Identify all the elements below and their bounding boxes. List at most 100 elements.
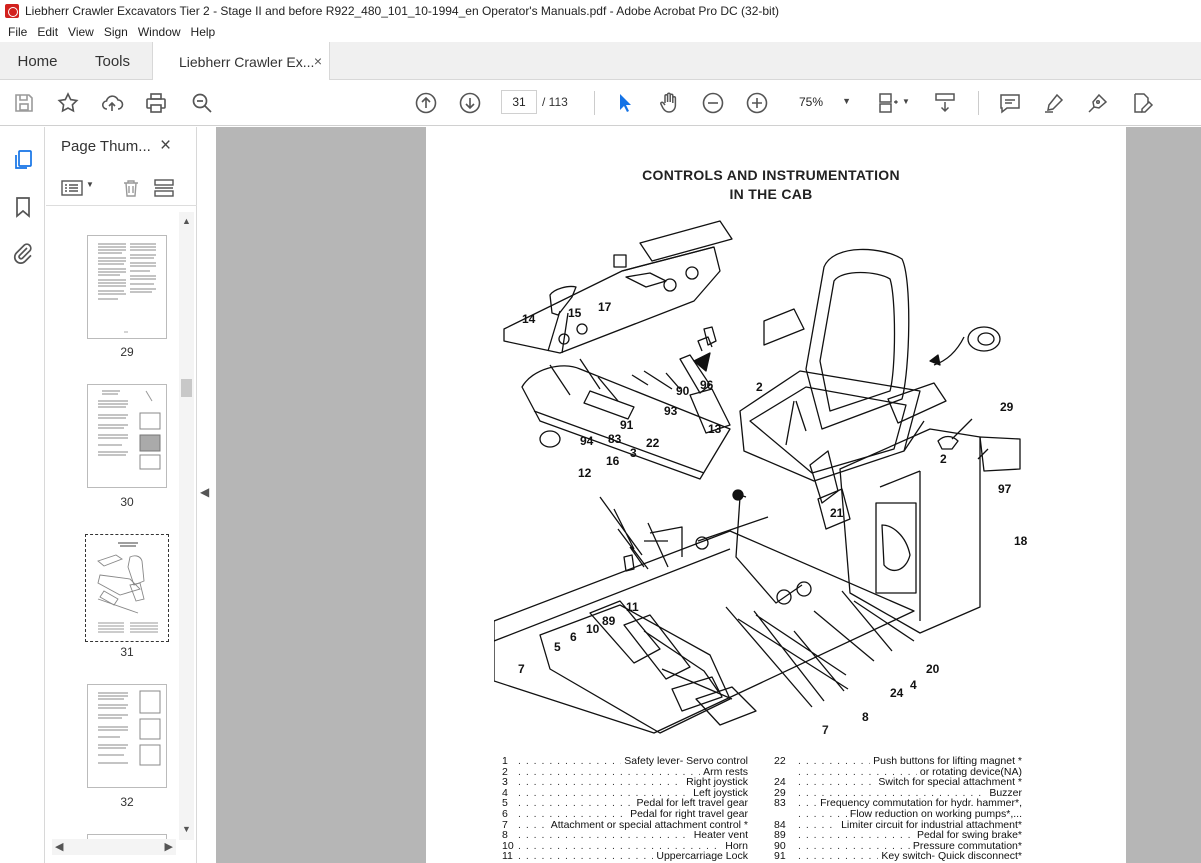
legend-leader-dots: . . . . . . . . . . . . . . . . . . . . … <box>798 830 1022 842</box>
options-chevron-icon[interactable]: ▼ <box>86 180 94 189</box>
legend-number: 22 <box>774 755 786 767</box>
legend-label: Arm rests <box>700 766 748 778</box>
legend-number: 89 <box>774 829 786 842</box>
page-thumbnails-icon[interactable] <box>11 148 35 172</box>
tab-tools[interactable]: Tools <box>94 52 131 70</box>
tab-home[interactable]: Home <box>17 52 58 70</box>
scrolling-mode-icon[interactable] <box>933 91 957 115</box>
sign-pen-icon[interactable] <box>1086 91 1110 115</box>
scrollbar-thumb[interactable] <box>181 379 192 397</box>
zoom-value: 75% <box>799 95 824 109</box>
legend-label: Horn <box>722 840 748 852</box>
fit-page-icon[interactable] <box>877 91 901 115</box>
legend-row: 1. . . . . . . . . . . . . . . . . . . .… <box>502 756 748 767</box>
thumbnail-label: 30 <box>120 495 134 509</box>
zoom-select[interactable]: 75% ▼ <box>789 90 857 114</box>
tab-close-icon[interactable]: × <box>313 53 322 69</box>
legend-leader-dots: . . . . . . . . . . . . . . . . . . . . … <box>518 851 748 863</box>
thumbnail-panel: Page Thum... × ▼ 29 <box>46 127 197 863</box>
legend-leader-dots: . . . . . . . . . . . . . . . . . . . . … <box>518 798 748 810</box>
thumbnail-scrollbar[interactable]: ▲ ▼ <box>179 212 194 840</box>
save-icon[interactable] <box>12 91 36 115</box>
bookmark-star-icon[interactable] <box>56 91 80 115</box>
legend-leader-dots: . . . . . . . . . . . . . . . . . . . . … <box>798 766 1022 778</box>
legend-number: 7 <box>502 818 508 831</box>
scroll-down-icon[interactable]: ▼ <box>182 824 191 834</box>
legend-label: Pedal for left travel gear <box>633 798 748 810</box>
callout-83: 83 <box>608 432 622 446</box>
comment-icon[interactable] <box>998 91 1022 115</box>
bookmarks-icon[interactable] <box>11 195 35 219</box>
thumbnail-page-31[interactable] <box>81 530 173 646</box>
legend-row: 5 . . . . . . . . . . . . . . . . . . . .… <box>502 797 748 810</box>
legend-row: 11 . . . . . . . . . . . . . . . . . . . … <box>502 850 748 863</box>
toolbar <box>0 80 1201 126</box>
legend-label: Buzzer <box>986 787 1022 799</box>
highlight-pen-icon[interactable] <box>1042 91 1066 115</box>
legend-label: Pedal for swing brake* <box>913 830 1022 842</box>
panel-collapse-icon[interactable]: ◀ <box>200 485 210 499</box>
thumbnail-hscrollbar[interactable]: ◀ ▶ <box>52 839 176 855</box>
scroll-right-icon[interactable]: ▶ <box>164 841 173 853</box>
legend-number: 91 <box>774 850 786 863</box>
legend-number: 8 <box>502 829 508 842</box>
tab-document[interactable]: Liebherr Crawler Ex... × <box>152 42 330 81</box>
cab-controls-drawing: 14 15 17 2 29 90 96 93 91 13 94 83 22 3 … <box>494 220 1028 734</box>
legend-number: 5 <box>502 797 508 810</box>
thumbnail-toolbar: ▼ <box>46 175 197 201</box>
menu-sign[interactable]: Sign <box>103 25 128 39</box>
upload-cloud-icon[interactable] <box>100 91 124 115</box>
legend-label: Flow reduction on working pumps*,... <box>846 809 1022 820</box>
legend-number: 3 <box>502 776 508 789</box>
document-view[interactable]: CONTROLS AND INSTRUMENTATION IN THE CAB <box>216 127 1201 863</box>
thumbnail-page-33[interactable] <box>87 834 167 840</box>
legend-number: 29 <box>774 786 786 799</box>
thumbnail-label: 29 <box>120 345 134 359</box>
legend-label: Push buttons for lifting magnet * <box>870 756 1022 767</box>
legend-number: 11 <box>502 850 513 863</box>
scroll-up-icon[interactable]: ▲ <box>182 216 191 226</box>
callout-93: 93 <box>664 404 678 418</box>
callout-8: 8 <box>862 710 869 724</box>
callout-group-bottom: 20 4 24 8 1 <box>862 662 940 724</box>
extract-pages-icon[interactable] <box>153 178 175 198</box>
options-list-icon[interactable] <box>61 179 83 197</box>
tab-bar: Home Tools Liebherr Crawler Ex... × <box>0 42 1201 81</box>
callout-7: 7 <box>518 662 525 676</box>
legend-row: 22. . . . . . . . . . . . . . . . . . . … <box>774 756 1022 767</box>
previous-page-icon[interactable] <box>414 91 438 115</box>
next-page-icon[interactable] <box>458 91 482 115</box>
edit-document-icon[interactable] <box>1130 91 1154 115</box>
menu-help[interactable]: Help <box>190 25 216 39</box>
legend-number: 6 <box>502 808 508 820</box>
select-cursor-icon[interactable] <box>613 91 637 115</box>
hand-tool-icon[interactable] <box>657 91 681 115</box>
menu-view[interactable]: View <box>68 25 94 39</box>
attachments-icon[interactable] <box>11 241 35 265</box>
delete-trash-icon[interactable] <box>121 178 141 198</box>
acrobat-icon <box>5 4 19 18</box>
scroll-left-icon[interactable]: ◀ <box>55 841 64 853</box>
legend-label: Right joystick <box>683 777 748 789</box>
print-icon[interactable] <box>144 91 168 115</box>
zoom-search-icon[interactable] <box>190 91 214 115</box>
panel-close-icon[interactable]: × <box>160 135 172 156</box>
page-number-input[interactable]: 31 <box>501 90 537 114</box>
legend-label: or rotating device(NA) <box>916 766 1022 778</box>
callout-16: 16 <box>606 454 620 468</box>
menu-window[interactable]: Window <box>137 25 181 39</box>
thumbnail-page-29[interactable] <box>87 235 167 339</box>
title-bar: Liebherr Crawler Excavators Tier 2 - Sta… <box>0 0 1201 22</box>
zoom-out-icon[interactable] <box>701 91 725 115</box>
callout-29: 29 <box>1000 400 1014 414</box>
menu-edit[interactable]: Edit <box>37 25 59 39</box>
thumbnail-image <box>98 390 161 470</box>
thumbnail-page-30[interactable] <box>87 384 167 488</box>
thumbnail-list: 29 30 <box>46 212 179 840</box>
legend-row: 29. . . . . . . . . . . . . . . . . . . … <box>774 786 1022 799</box>
fit-page-chevron-icon[interactable]: ▼ <box>902 97 910 106</box>
legend-label: Switch for special attachment * <box>875 777 1022 789</box>
thumbnail-page-32[interactable] <box>87 684 167 788</box>
menu-file[interactable]: File <box>8 25 28 39</box>
zoom-in-icon[interactable] <box>745 91 769 115</box>
